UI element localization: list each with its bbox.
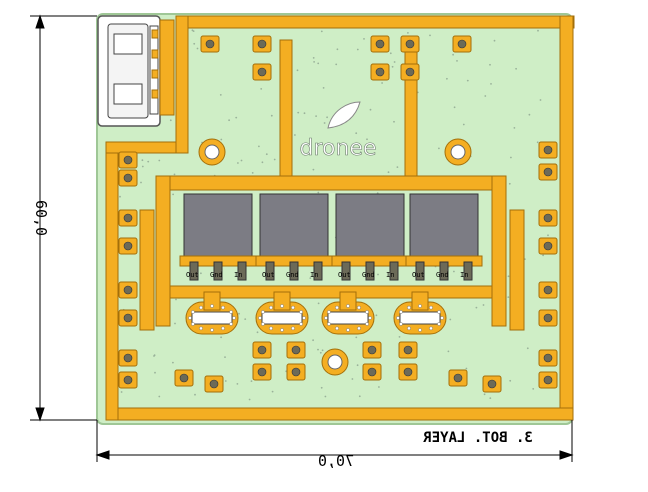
outer-frame: [105, 15, 575, 421]
resistor-array: [185, 291, 447, 335]
resistor-footprint: [321, 291, 375, 335]
pin-label: Gnd: [436, 271, 449, 279]
pad: [252, 35, 272, 53]
pin-label: Out: [412, 271, 425, 279]
layer-label: 3. BOT. LAYER: [423, 430, 533, 446]
pin-label: Gnd: [210, 271, 223, 279]
pad: [118, 237, 138, 255]
pad: [362, 363, 382, 381]
pad: [286, 363, 306, 381]
pad: [538, 237, 558, 255]
pad: [538, 163, 558, 181]
pin-label: In: [386, 271, 394, 279]
pad: [538, 349, 558, 367]
pad: [538, 141, 558, 159]
pad: [252, 341, 272, 359]
pad: [118, 281, 138, 299]
pad: [400, 35, 420, 53]
mosfet-array: Out Gnd In Out Gnd In Out Gnd In Out Gnd In: [179, 193, 483, 281]
pad: [118, 169, 138, 187]
pad: [370, 63, 390, 81]
dimension-width: [95, 420, 574, 462]
dronee-logo: dronee: [299, 101, 377, 161]
pad: [204, 375, 224, 393]
pin-label: Out: [262, 271, 275, 279]
pad: [398, 341, 418, 359]
resistor-footprint: [393, 291, 447, 335]
pad: [482, 375, 502, 393]
resistor-footprint: [185, 291, 239, 335]
pad: [452, 35, 472, 53]
logo-text: dronee: [300, 136, 377, 161]
mounting-holes: [198, 138, 472, 376]
pin-label: In: [234, 271, 242, 279]
resistor-footprint: [255, 291, 309, 335]
pad: [200, 35, 220, 53]
mosfet-package: Out Gnd In: [405, 193, 483, 281]
pin-label: In: [460, 271, 468, 279]
pin-label: In: [310, 271, 318, 279]
mosfet-package: Out Gnd In: [331, 193, 409, 281]
pad: [538, 371, 558, 389]
connector-housing: [97, 15, 175, 127]
pad: [286, 341, 306, 359]
pad: [398, 363, 418, 381]
pin-label: Out: [338, 271, 351, 279]
pad: [538, 281, 558, 299]
leaf-logo-icon: [327, 101, 361, 129]
pad: [118, 371, 138, 389]
dimension-height: [30, 14, 97, 422]
pin-label: Gnd: [362, 271, 375, 279]
pad: [400, 63, 420, 81]
width-dimension-label: 70,0: [318, 452, 354, 470]
pad-pairs: [118, 35, 558, 393]
pad: [370, 35, 390, 53]
pad: [118, 151, 138, 169]
mosfet-package: Out Gnd In: [255, 193, 333, 281]
pad: [448, 369, 468, 387]
pad: [538, 209, 558, 227]
pad: [118, 349, 138, 367]
pad: [118, 209, 138, 227]
height-dimension-label: 60,0: [32, 200, 50, 236]
pin-label: Gnd: [286, 271, 299, 279]
pad: [118, 309, 138, 327]
mosfet-package: Out Gnd In: [179, 193, 257, 281]
pad: [252, 63, 272, 81]
pad: [174, 369, 194, 387]
pin-label: Out: [186, 271, 199, 279]
pad: [362, 341, 382, 359]
pad: [252, 363, 272, 381]
pad: [538, 309, 558, 327]
